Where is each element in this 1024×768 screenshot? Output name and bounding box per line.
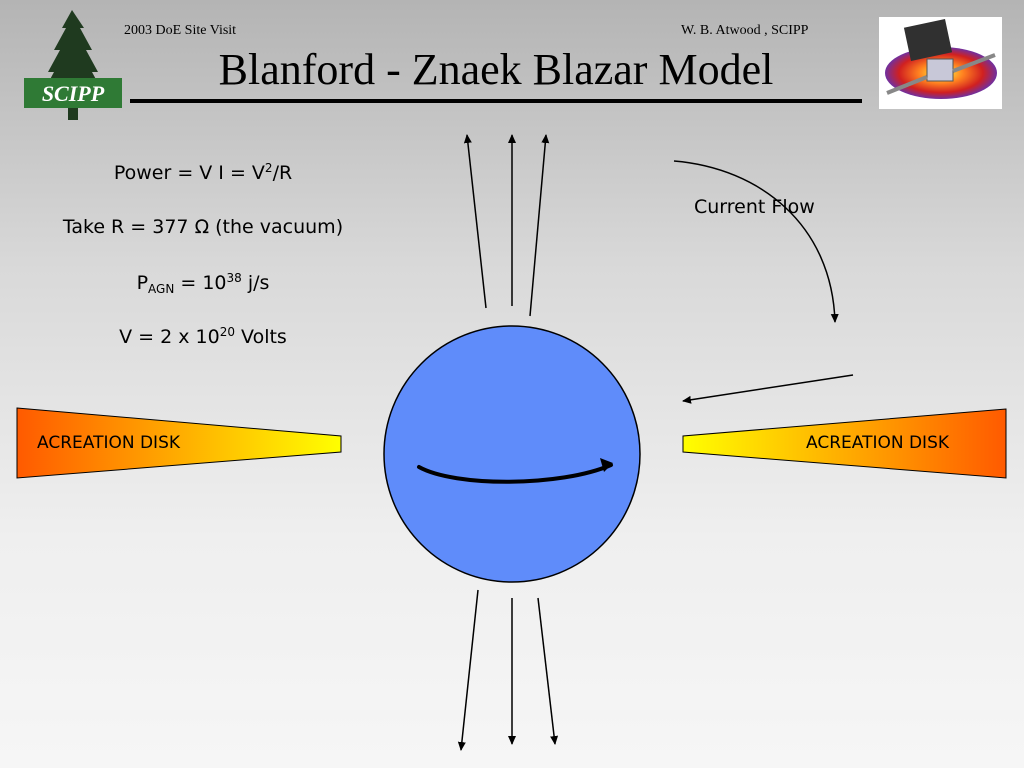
jet-arrow-down-right bbox=[537, 597, 559, 745]
current-flow-label: Current Flow bbox=[694, 196, 815, 218]
current-flow-arc bbox=[673, 160, 839, 323]
scipp-logo: SCIPP bbox=[24, 10, 122, 120]
header-event-text: 2003 DoE Site Visit bbox=[124, 23, 237, 38]
jet-arrow-down-left bbox=[457, 589, 479, 751]
jet-arrow-up-right bbox=[529, 134, 550, 317]
current-return-arrow bbox=[682, 374, 854, 404]
accretion-disk-right-label: ACREATION DISK bbox=[806, 433, 950, 453]
header-author-text: W. B. Atwood , SCIPP bbox=[681, 23, 809, 38]
jet-arrows-down bbox=[457, 589, 559, 751]
title-underline bbox=[130, 99, 862, 103]
rotation-arrow bbox=[417, 463, 613, 484]
satellite-logo bbox=[879, 17, 1002, 109]
power-equation: Power = V I = V2/R bbox=[113, 161, 293, 184]
jet-arrows-up bbox=[463, 134, 550, 317]
accretion-disk-left-label: ACREATION DISK bbox=[37, 433, 181, 453]
voltage-equation: V = 2 x 1020 Volts bbox=[119, 325, 287, 348]
accretion-disk-left bbox=[16, 407, 342, 479]
page-title: Blanford - Znaek Blazar Model bbox=[218, 45, 774, 94]
pagn-equation: PAGN = 1038 j/s bbox=[136, 271, 270, 296]
rotation-arrowhead bbox=[600, 458, 613, 472]
black-hole-sphere bbox=[383, 325, 641, 583]
scipp-logo-text: SCIPP bbox=[42, 81, 105, 106]
jet-arrow-up-left bbox=[463, 134, 487, 309]
accretion-disk-right bbox=[682, 408, 1007, 479]
resistance-equation: Take R = 377 Ω (the vacuum) bbox=[62, 216, 344, 238]
tree-icon bbox=[40, 10, 106, 120]
